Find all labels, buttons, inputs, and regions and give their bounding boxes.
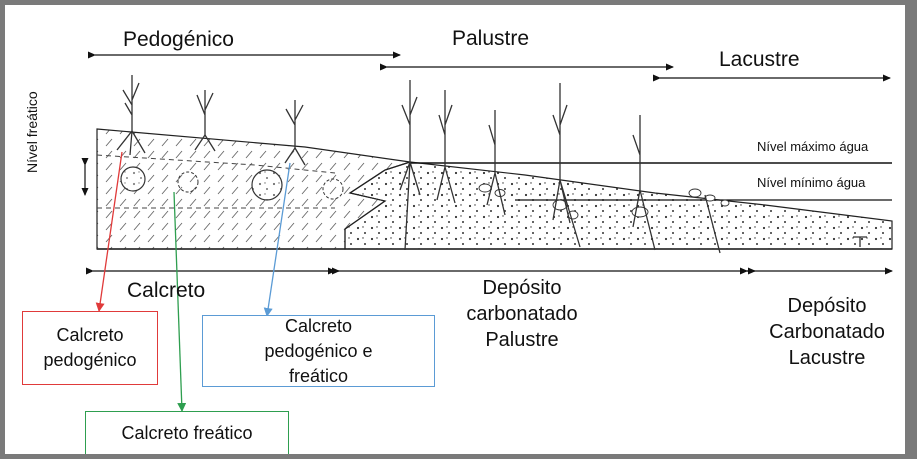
zone-label-lacustre: Lacustre (719, 48, 800, 72)
callout-calcreto-pedo-freatico: Calcreto pedogénico e freático (202, 315, 435, 387)
callout-calcreto-freatico: Calcreto freático (85, 411, 289, 456)
deposit-label-palustre: Depósito carbonatado Palustre (457, 275, 587, 353)
deposit-label-calcreto: Calcreto (127, 279, 205, 303)
cross-section-diagram (5, 5, 917, 459)
callout-calcreto-pedogenico: Calcreto pedogénico (22, 311, 158, 385)
water-table-label: Nível freático (24, 91, 40, 173)
deposit-label-lacustre: Depósito Carbonatado Lacustre (767, 293, 887, 371)
zone-label-pedogenico: Pedogénico (123, 28, 234, 52)
max-water-level-label: Nível máximo água (757, 139, 868, 154)
zone-label-palustre: Palustre (452, 27, 529, 51)
min-water-level-label: Nível mínimo água (757, 175, 865, 190)
